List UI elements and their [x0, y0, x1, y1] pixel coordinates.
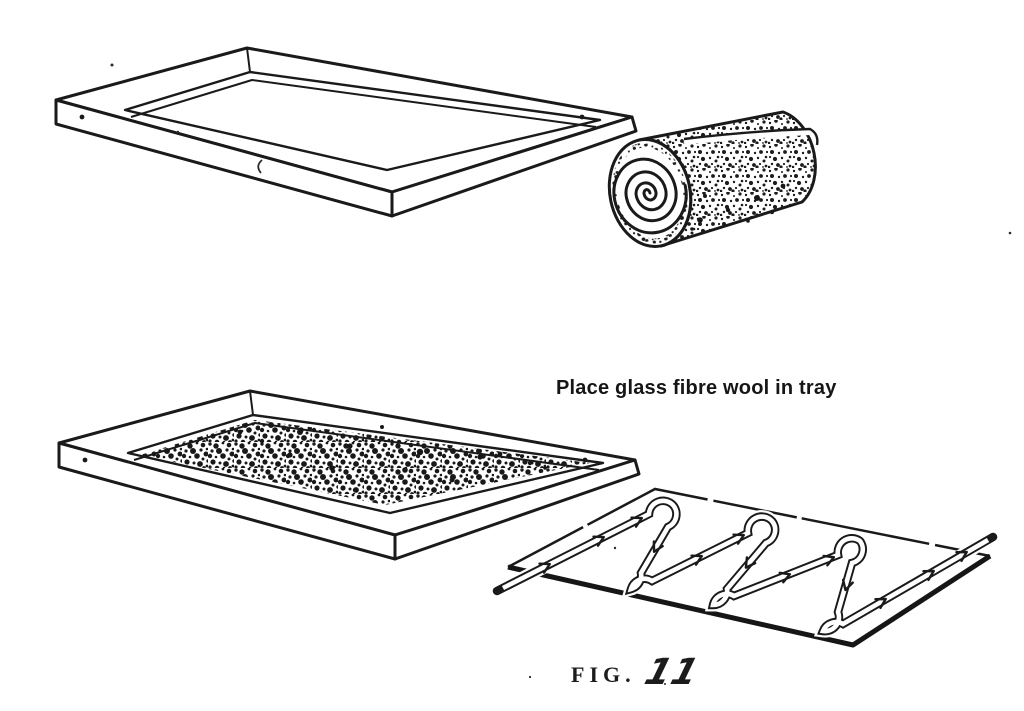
- figure-number: 11: [639, 652, 704, 693]
- plate-front-edges: [507, 553, 992, 648]
- wool-instruction-caption: Place glass fibre wool in tray: [556, 377, 837, 399]
- glass-fibre-wool-roll: [607, 110, 819, 248]
- serpentine-pipe: [490, 494, 1000, 638]
- roll-wrap-edge: [683, 127, 819, 146]
- plate-back-edges: [507, 487, 991, 569]
- empty-tray: [54, 46, 638, 218]
- scan-specks: [110, 63, 1012, 685]
- figure-caption: FIG. 11: [571, 650, 704, 693]
- glass-fibre-wool-fill: [140, 420, 590, 505]
- roll-dark-clusters: [690, 183, 786, 231]
- figure-label: FIG.: [571, 662, 636, 687]
- pipe-joint-ticks: [538, 516, 968, 610]
- pipe-bore: [501, 498, 990, 634]
- roll-spiral: [612, 157, 688, 235]
- roll-wrap-gap: [683, 129, 811, 145]
